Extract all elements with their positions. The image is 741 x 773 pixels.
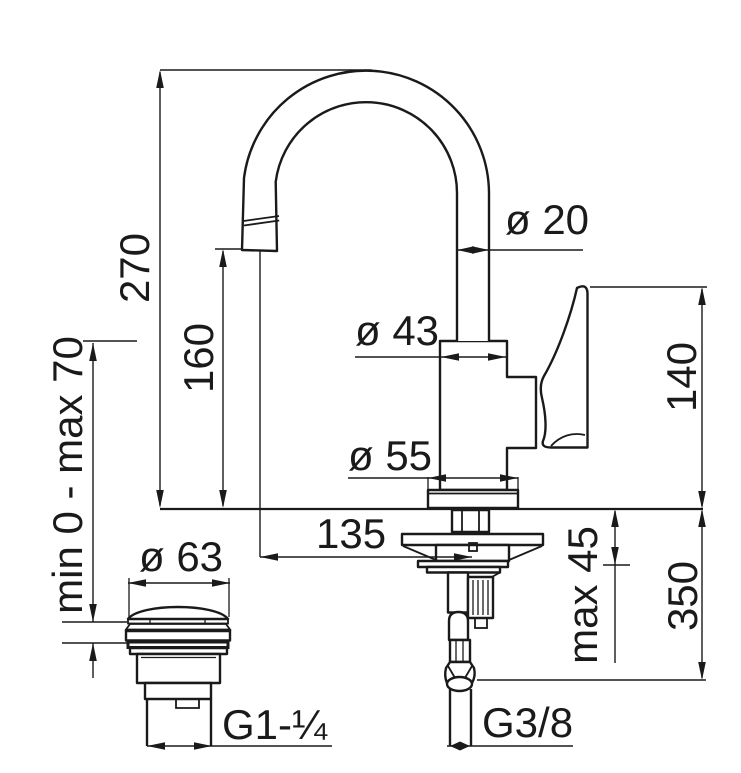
spout-outline bbox=[240, 69, 491, 341]
dim-label-135: 135 bbox=[316, 510, 386, 557]
handle bbox=[539, 285, 589, 449]
drain-band-1 bbox=[127, 618, 229, 625]
dim-label-350: 350 bbox=[659, 561, 706, 631]
drain-band-3 bbox=[124, 629, 232, 642]
hose-top bbox=[447, 610, 470, 642]
drain-dome-cap bbox=[126, 605, 230, 621]
dimension-spout-reach: 135 bbox=[259, 251, 472, 561]
dimension-overall-height: 270 bbox=[111, 69, 372, 508]
dimension-drain-adjust: min 0 - max 70 bbox=[44, 336, 137, 678]
mounting-hardware bbox=[400, 508, 545, 629]
dim-label-d55: ø 55 bbox=[348, 432, 432, 479]
spout bbox=[240, 69, 491, 341]
drain-notch bbox=[175, 699, 200, 709]
dim-label-160: 160 bbox=[175, 323, 222, 393]
hose-nut-face bbox=[445, 675, 474, 693]
dim-label-140: 140 bbox=[658, 342, 705, 412]
aerator-joint-upper bbox=[243, 215, 280, 222]
body-outline bbox=[438, 339, 538, 492]
dim-label-d63: ø 63 bbox=[139, 533, 223, 580]
dimension-hose-length: 350 bbox=[477, 509, 706, 681]
drain-plug bbox=[124, 605, 232, 746]
dimension-base-diameter: ø 55 bbox=[348, 432, 518, 482]
faucet-body bbox=[426, 339, 538, 510]
dimension-body-diameter: ø 43 bbox=[355, 307, 506, 361]
dimension-handle-height: 140 bbox=[590, 286, 707, 509]
shank-nut bbox=[450, 508, 491, 534]
drain-body bbox=[135, 652, 222, 685]
aerator-joint-lower bbox=[243, 219, 280, 227]
drain-gasket bbox=[126, 640, 230, 649]
cartridge-body bbox=[466, 575, 495, 620]
dimension-drain-thread: G1-¼ bbox=[147, 701, 332, 750]
dimension-spout-tube-diameter: ø 20 bbox=[457, 196, 589, 254]
dim-label-d43: ø 43 bbox=[355, 307, 439, 354]
dim-label-d20: ø 20 bbox=[505, 196, 589, 243]
dim-label-max45: max 45 bbox=[559, 526, 606, 664]
diamond-arrow bbox=[450, 741, 470, 751]
handle-scoop-curve bbox=[550, 433, 586, 447]
dimension-deck-thickness: max 45 bbox=[559, 509, 630, 664]
mounting-block bbox=[434, 543, 511, 563]
dimension-supply-thread: G3/8 bbox=[447, 699, 573, 751]
cartridge-tip bbox=[474, 617, 488, 629]
hose-hex-nut bbox=[448, 638, 472, 664]
rod-fitting bbox=[468, 542, 478, 552]
dim-label-g38: G3/8 bbox=[482, 699, 573, 746]
drain-step bbox=[143, 681, 213, 701]
drain-band-2 bbox=[124, 623, 232, 631]
supply-hose bbox=[444, 610, 476, 746]
wedge-right bbox=[508, 545, 543, 561]
dimension-outlet-height: 160 bbox=[175, 248, 241, 508]
wedge-left bbox=[402, 545, 437, 561]
dim-label-min0max70: min 0 - max 70 bbox=[44, 336, 91, 614]
hose-union-block bbox=[446, 571, 470, 614]
handle-lever-outline bbox=[539, 285, 589, 449]
dim-label-g114: G1-¼ bbox=[222, 701, 328, 748]
dimension-drain-cap-diameter: ø 63 bbox=[128, 533, 230, 617]
dim-label-270: 270 bbox=[111, 233, 158, 303]
